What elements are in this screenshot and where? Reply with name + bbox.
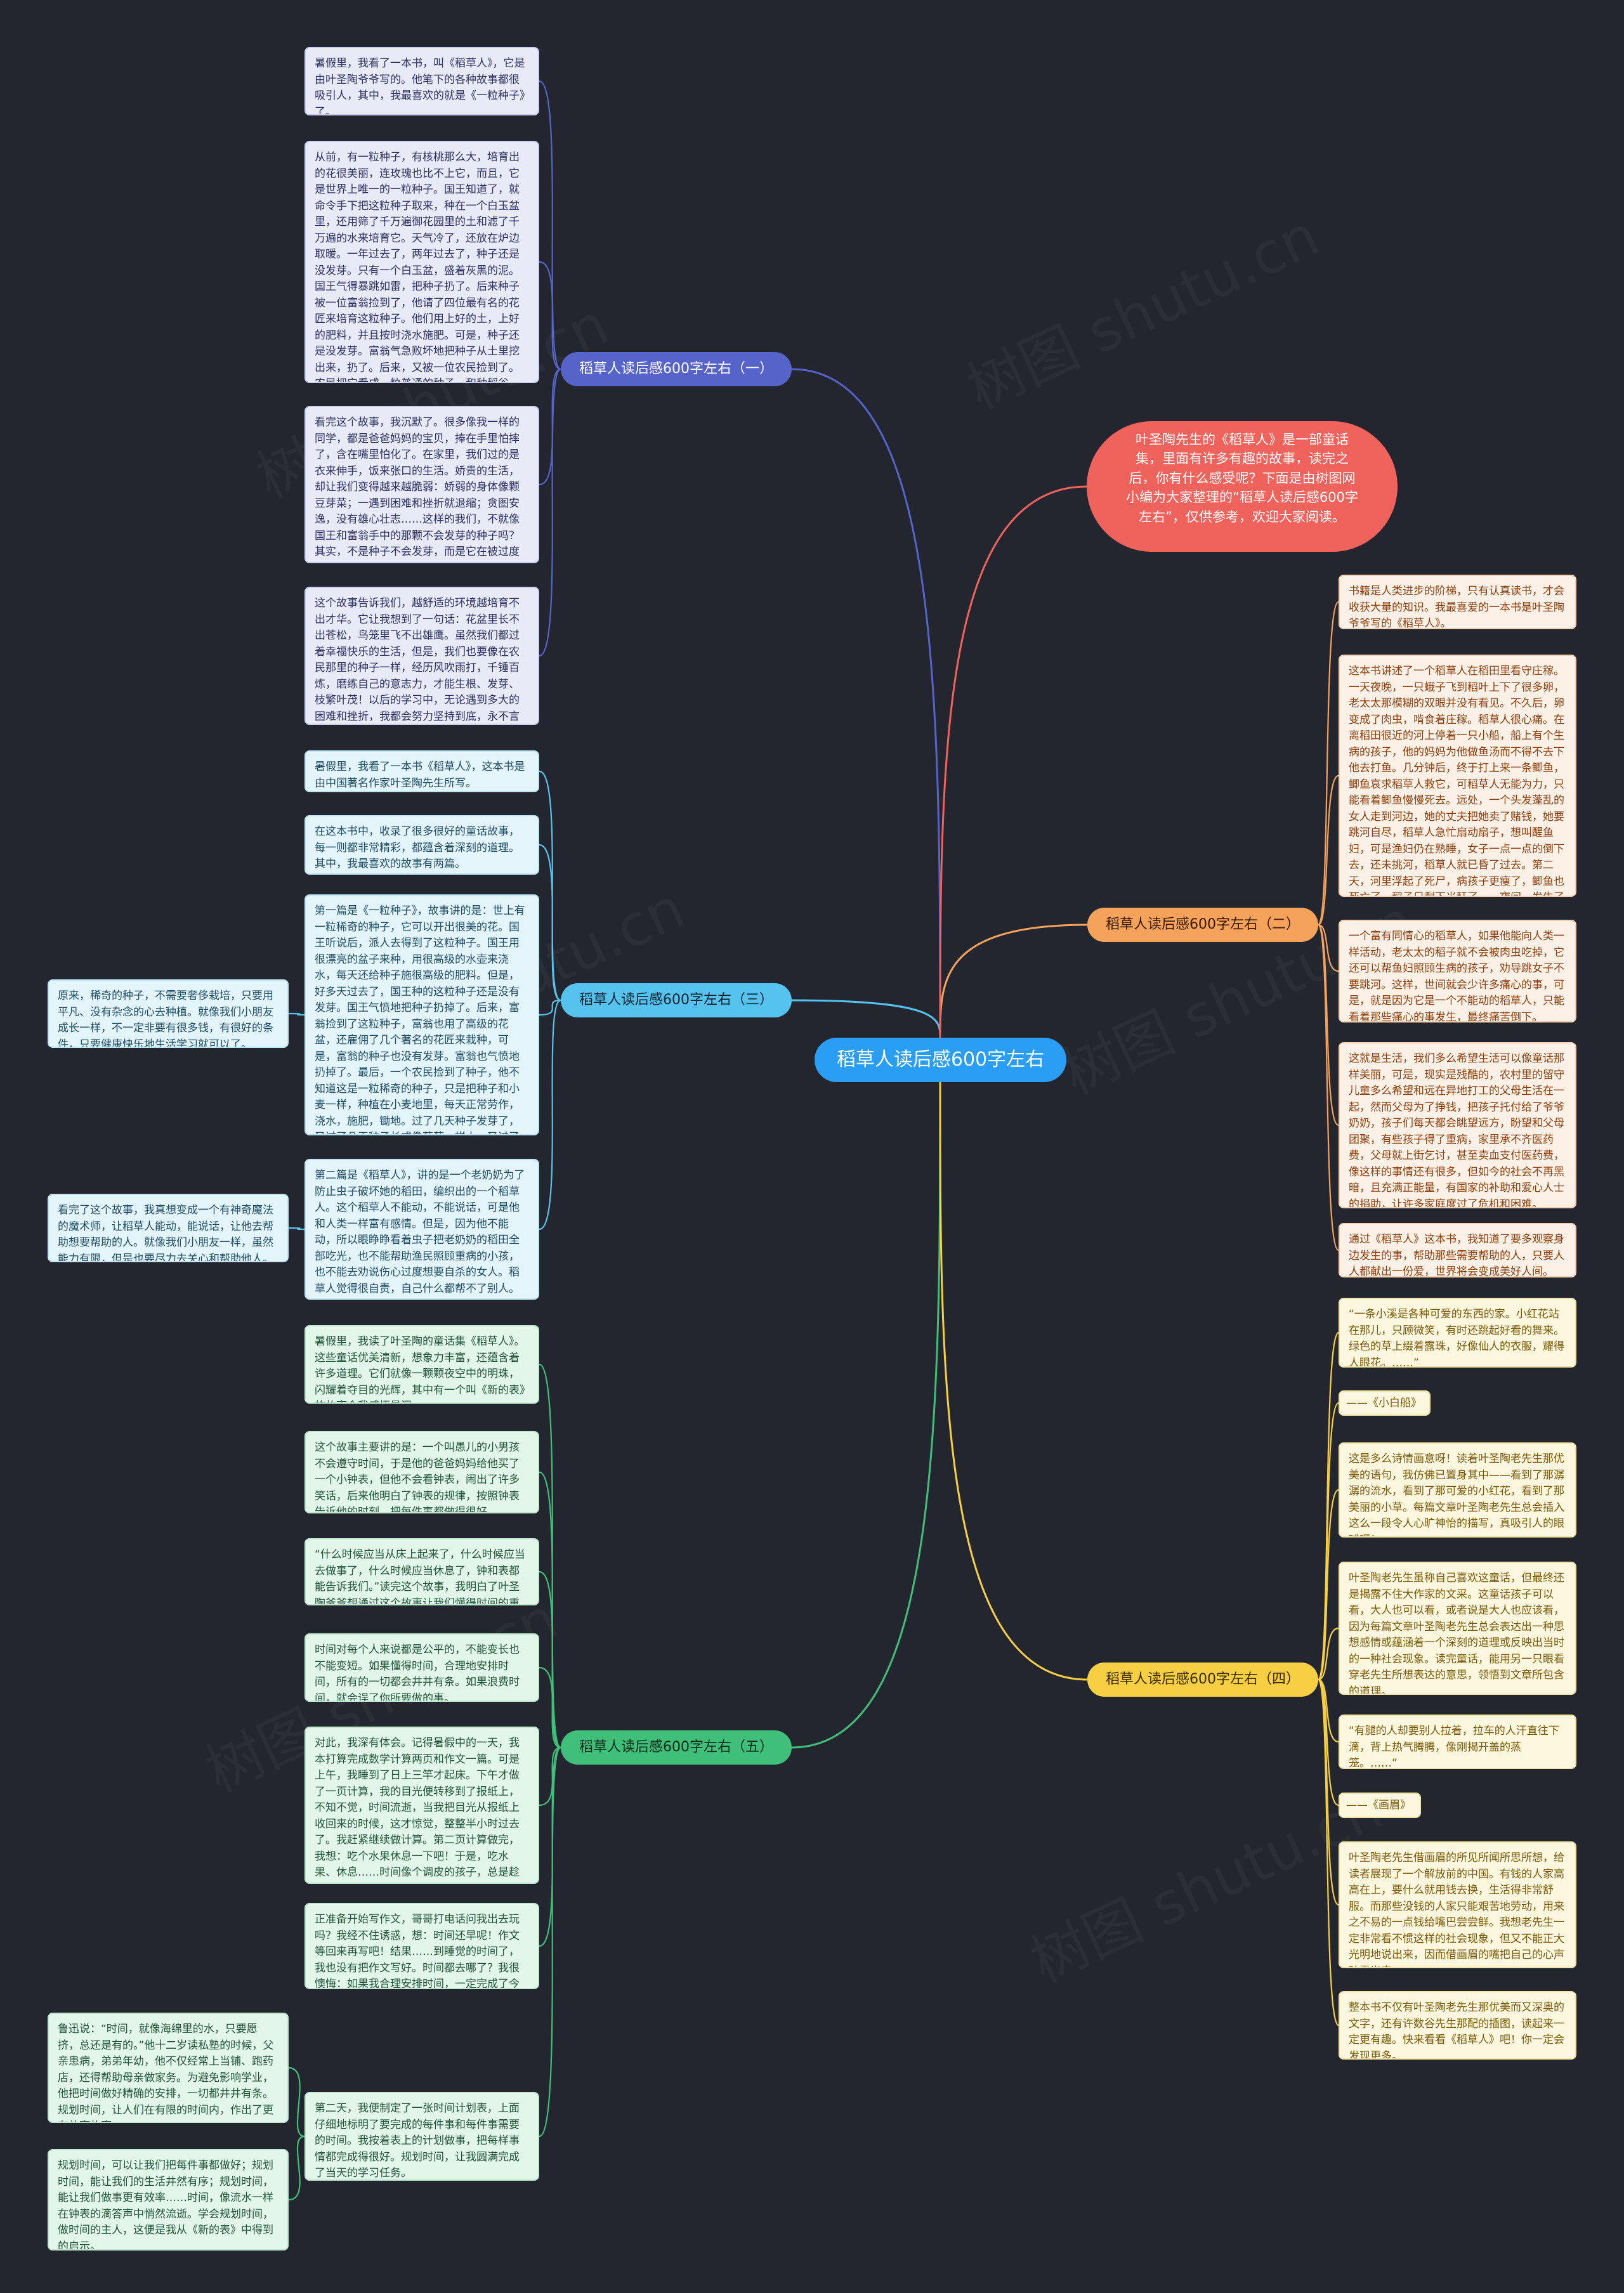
branch-1-leaf[interactable]: 看完这个故事，我沉默了。很多像我一样的同学，都是爸爸妈妈的宝贝，捧在手里怕摔了，…: [304, 406, 539, 563]
connector-line: [1317, 1489, 1339, 1681]
connector-line: [1318, 1678, 1339, 1806]
connector-line: [791, 999, 941, 1038]
connector-line: [539, 1471, 561, 1749]
connector-line: [939, 485, 1087, 1038]
connector-line: [1318, 774, 1339, 926]
connector-line: [1317, 1678, 1339, 1906]
connector-line: [1318, 1627, 1339, 1681]
branch-2-leaf[interactable]: 书籍是人类进步的阶梯，只有认真读书，才会收获大量的知识。我最喜爱的一本书是叶圣陶…: [1339, 575, 1576, 629]
branch-3-leaf[interactable]: 第二篇是《稻草人》，讲的是一个老奶奶为了防止虫子破坏她的稻田，编织出的一个稻草人…: [304, 1159, 539, 1300]
connector-line: [288, 1227, 305, 1231]
branch-5-side-leaf[interactable]: 鲁迅说：“时间，就像海绵里的水，只要愿挤，总还是有的。”他十二岁读私塾的时候，父…: [48, 2013, 289, 2123]
branch-4-leaf[interactable]: ——《画眉》: [1339, 1793, 1421, 1818]
branch-5-leaf[interactable]: 暑假里，我读了叶圣陶的童话集《稻草人》。这些童话优美清新，想象力丰富，还蕴含着许…: [304, 1325, 539, 1404]
connector-line: [539, 999, 561, 1016]
connector-line: [539, 80, 561, 370]
intro-node[interactable]: 叶圣陶先生的《稻草人》是一部童话集，里面有许多有趣的故事，读完之后，你有什么感受…: [1087, 421, 1398, 552]
connector-line: [939, 1081, 1088, 1681]
connector-line: [939, 924, 1088, 1038]
connector-line: [1318, 1678, 1339, 1743]
connector-line: [1317, 601, 1340, 926]
connector-line: [1317, 1678, 1340, 2027]
branch-5-leaf[interactable]: 对此，我深有体会。记得暑假中的一天，我本打算完成数学计算两页和作文一篇。可是上午…: [304, 1727, 539, 1884]
branch-2-leaf[interactable]: 这本书讲述了一个稻草人在稻田里看守庄稼。一天夜晚，一只蛾子飞到稻叶上下了很多卵，…: [1339, 655, 1576, 897]
branch-5-leaf[interactable]: 正准备开始写作文，哥哥打电话问我出去玩吗？我经不住诱惑，想：时间还早呢！作文等回…: [304, 1903, 539, 1989]
branch-3-topic[interactable]: 稻草人读后感600字左右（三）: [561, 983, 792, 1017]
branch-4-topic[interactable]: 稻草人读后感600字左右（四）: [1087, 1663, 1318, 1697]
root-topic[interactable]: 稻草人读后感600字左右: [815, 1038, 1066, 1082]
connector-line: [791, 1081, 941, 1749]
connector-line: [539, 844, 561, 1002]
connector-line: [1317, 924, 1339, 1127]
connector-line: [539, 1571, 561, 1749]
connector-line: [539, 1363, 562, 1749]
branch-4-leaf[interactable]: ——《小白船》: [1339, 1390, 1431, 1416]
branch-2-leaf[interactable]: 一个富有同情心的稻草人，如果他能向人类一样活动，老太太的稻子就不会被肉虫吃掉，它…: [1339, 920, 1576, 1022]
connector-line: [288, 1012, 305, 1016]
branch-2-leaf[interactable]: 通过《稻草人》这本书，我知道了要多观察身边发生的事，帮助那些需要帮助的人，只要人…: [1339, 1223, 1576, 1277]
connector-line: [1318, 924, 1339, 972]
branch-1-leaf[interactable]: 这个故事告诉我们，越舒适的环境越培育不出才华。它让我想到了一句话：花盆里长不出苍…: [304, 587, 539, 725]
connector-line: [1317, 924, 1340, 1251]
branch-5-side-leaf[interactable]: 规划时间，可以让我们把每件事都做好；规划时间，能让我们的生活井然有序；规划时间，…: [48, 2149, 289, 2251]
connector-line: [539, 261, 561, 370]
connector-line: [539, 1666, 561, 1749]
connector-line: [288, 2135, 305, 2201]
branch-1-leaf[interactable]: 暑假里，我看了一本书，叫《稻草人》，它是由叶圣陶爷爷写的。他笔下的各种故事都很吸…: [304, 47, 539, 115]
branch-2-topic[interactable]: 稻草人读后感600字左右（二）: [1087, 908, 1318, 942]
branch-5-leaf[interactable]: 第二天，我便制定了一张时间计划表，上面仔细地标明了要完成的每件事和每件事需要的时…: [304, 2092, 539, 2181]
branch-5-leaf[interactable]: 这个故事主要讲的是：一个叫愚儿的小男孩不会遵守时间，于是他的爸爸妈妈给他买了一个…: [304, 1431, 539, 1513]
connector-line: [539, 999, 561, 1231]
connector-line: [539, 770, 561, 1002]
branch-3-side-leaf[interactable]: 原来，稀奇的种子，不需要奢侈栽培，只要用平凡、没有杂念的心去种植。就像我们小朋友…: [48, 979, 289, 1048]
branch-4-leaf[interactable]: 这是多么诗情画意呀！读着叶圣陶老先生那优美的语句，我仿佛已置身其中——看到了那潺…: [1339, 1442, 1576, 1538]
branch-4-leaf[interactable]: 叶圣陶老先生借画眉的所见所闻所思所想，给读者展现了一个解放前的中国。有钱的人家高…: [1339, 1841, 1576, 1968]
branch-4-leaf[interactable]: 叶圣陶老先生虽称自己喜欢这童话，但最终还是揭露不住大作家的文采。这童话孩子可以看…: [1339, 1562, 1576, 1695]
connector-line: [539, 1746, 561, 1947]
connector-line: [539, 368, 561, 657]
branch-1-topic[interactable]: 稻草人读后感600字左右（一）: [561, 352, 792, 386]
branch-5-leaf[interactable]: 时间对每个人来说都是公平的，不能变长也不能变短。如果懂得时间，合理地安排时间，所…: [304, 1633, 539, 1702]
branch-3-leaf[interactable]: 在这本书中，收录了很多很好的童话故事，每一则都非常精彩，都蕴含着深刻的道理。其中…: [304, 815, 539, 875]
branch-3-side-leaf[interactable]: 看完了这个故事，我真想变成一个有神奇魔法的魔术师，让稻草人能动，能说话，让他去帮…: [48, 1194, 289, 1262]
connector-line: [288, 2067, 305, 2138]
connector-line: [791, 368, 941, 1038]
branch-4-leaf[interactable]: “一条小溪是各种可爱的东西的家。小红花站在那儿，只顾微笑，有时还跳起好看的舞来。…: [1339, 1298, 1576, 1368]
branch-5-topic[interactable]: 稻草人读后感600字左右（五）: [561, 1730, 792, 1765]
branch-3-leaf[interactable]: 第一篇是《一粒种子》，故事讲的是：世上有一粒稀奇的种子，它可以开出很美的花。国王…: [304, 894, 539, 1135]
connector-line: [539, 1746, 561, 1806]
branch-3-leaf[interactable]: 暑假里，我看了一本书《稻草人》，这本书是由中国著名作家叶圣陶先生所写。: [304, 750, 539, 792]
branch-2-leaf[interactable]: 这就是生活，我们多么希望生活可以像童话那样美丽，可是，现实是残酷的，农村里的留守…: [1339, 1042, 1576, 1208]
connector-line: [539, 1746, 562, 2138]
branch-4-leaf[interactable]: “有腿的人却要别人拉着，拉车的人汗直往下滴，背上热气腾腾，像刚揭开盖的蒸笼。………: [1339, 1715, 1576, 1769]
branch-4-leaf[interactable]: 整本书不仅有叶圣陶老先生那优美而又深奥的文字，还有许数谷先生那配的插图，读起来一…: [1339, 1991, 1576, 2060]
branch-5-leaf[interactable]: “什么时候应当从床上起来了，什么时候应当去做事了，什么时候应当休息了，钟和表都能…: [304, 1538, 539, 1605]
connector-line: [539, 368, 561, 486]
branch-1-leaf[interactable]: 从前，有一粒种子，有核桃那么大，培育出的花很美丽，连玫瑰也比不上它，而且，它是世…: [304, 141, 539, 383]
